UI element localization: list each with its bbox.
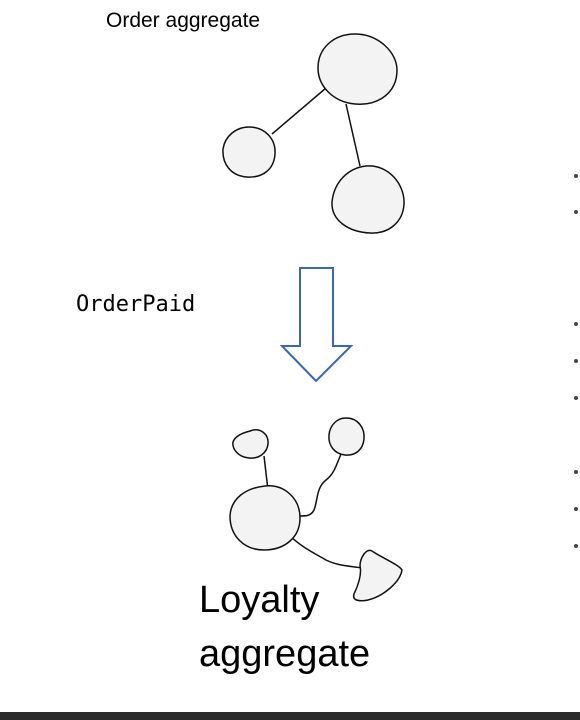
bullet-marker bbox=[574, 507, 578, 511]
event-flow-arrow bbox=[279, 267, 354, 383]
order-paid-event-label: OrderPaid bbox=[76, 292, 196, 317]
order-aggregate-label: Order aggregate bbox=[106, 9, 261, 32]
loyalty-connector-top-left bbox=[263, 455, 269, 491]
loyalty-connector-top-right bbox=[299, 453, 342, 517]
order-connector-right bbox=[345, 103, 361, 167]
loyalty-node-root bbox=[229, 485, 301, 551]
bullet-marker bbox=[574, 174, 578, 178]
loyalty-node-top-right bbox=[328, 417, 365, 456]
loyalty-aggregate-label: Loyalty aggregate bbox=[199, 573, 370, 681]
bullet-marker bbox=[574, 359, 578, 363]
bullet-marker bbox=[574, 210, 578, 214]
bullet-marker bbox=[574, 544, 578, 548]
bullet-marker bbox=[574, 470, 578, 474]
order-connector-left bbox=[271, 87, 327, 135]
loyalty-node-top-left bbox=[232, 429, 269, 459]
window-bottom-bar bbox=[0, 712, 580, 720]
order-node-root bbox=[317, 33, 398, 105]
loyalty-label-line1: Loyalty bbox=[199, 579, 320, 621]
clipped-bullet-column bbox=[570, 0, 580, 712]
loyalty-node-bottom-right bbox=[352, 549, 403, 602]
loyalty-connector-bottom-right bbox=[287, 533, 363, 569]
order-node-left bbox=[222, 126, 276, 178]
order-node-right bbox=[331, 165, 405, 234]
bullet-marker bbox=[574, 322, 578, 326]
bullet-marker bbox=[574, 396, 578, 400]
loyalty-label-line2: aggregate bbox=[199, 633, 371, 675]
